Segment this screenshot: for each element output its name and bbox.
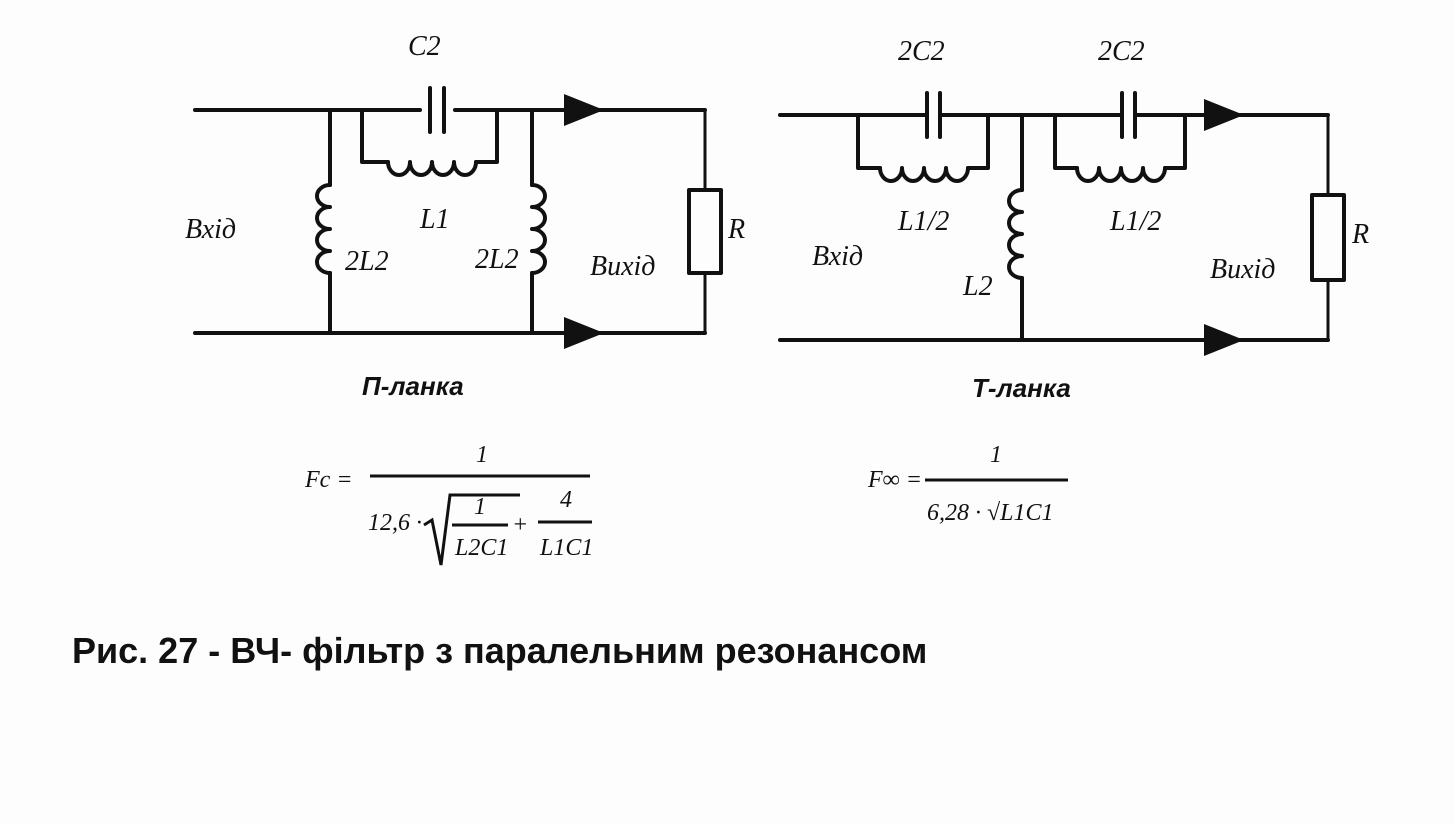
pi-output-label: Вихід [590, 251, 655, 282]
t-ind-left-lead-b [966, 113, 990, 170]
pi-formula-frac2-num: 4 [560, 487, 572, 513]
t-ind-right-lead-b [1163, 113, 1187, 170]
t-formula-denominator: 6,28 · √L1C1 [927, 500, 1054, 526]
pi-formula-lhs: Fc = [304, 467, 353, 493]
pi-formula-coef: 12,6 · [368, 510, 422, 536]
t-cap-right-label: 2C2 [1098, 36, 1145, 67]
pi-formula-frac1-den: L2C1 [454, 535, 508, 561]
t-load-resistor [1310, 193, 1346, 282]
t-input-label: Вхід [812, 241, 863, 272]
pi-right-shunt-label: 2L2 [475, 244, 519, 275]
pi-formula-plus: + [512, 512, 528, 538]
pi-formula-numerator: 1 [476, 442, 488, 468]
pi-formula-frac2-den: L1C1 [539, 535, 593, 561]
pi-left-shunt-coil [315, 183, 332, 275]
t-ind-left-coil [878, 166, 970, 183]
t-load-label: R [1351, 219, 1369, 250]
t-formula: F∞ = 1 6,28 · √L1C1 [867, 442, 1068, 526]
t-ind-left-label: L1/2 [897, 206, 949, 237]
pi-cap-label: C2 [408, 31, 441, 62]
pi-input-label: Вхід [185, 214, 236, 245]
pi-section-title: П-ланка [362, 371, 464, 401]
t-formula-lhs: F∞ = [867, 467, 922, 493]
t-ind-left-lead-a [856, 113, 882, 170]
pi-formula: Fc = 1 12,6 · 1 L2C1 + 4 L1C1 [304, 442, 593, 566]
t-section-title: Т-ланка [972, 373, 1071, 403]
pi-load-label: R [727, 214, 745, 245]
pi-load-resistor [687, 188, 723, 275]
t-cap-left-label: 2C2 [898, 36, 945, 67]
pi-l1-right-lead [474, 108, 499, 164]
pi-left-shunt-label: 2L2 [345, 246, 389, 277]
t-ind-right-lead-a [1053, 113, 1079, 170]
t-ind-right-coil [1075, 166, 1167, 183]
figure-caption: Рис. 27 - ВЧ- фільтр з паралельним резон… [72, 630, 928, 671]
t-output-label: Вихід [1210, 254, 1275, 285]
pi-right-shunt-coil [530, 183, 547, 275]
t-ind-right-label: L1/2 [1109, 206, 1161, 237]
t-formula-numerator: 1 [990, 442, 1002, 468]
pi-formula-sqrt-sign [423, 493, 520, 566]
pi-l1-coil [386, 160, 478, 177]
pi-l1-label: L1 [419, 204, 450, 235]
t-shunt-label: L2 [962, 271, 993, 302]
t-shunt-coil [1007, 188, 1024, 280]
t-section-circuit: 2C2 2C2 L1/2 L1/2 L2 Вхід Вихід R Т-ланк… [778, 36, 1369, 403]
pi-formula-frac1-num: 1 [474, 494, 486, 520]
pi-l1-left-lead [360, 108, 390, 164]
pi-section-circuit: C2 L1 2L2 2L2 Вхід Вихід R П-ланка [185, 31, 745, 401]
